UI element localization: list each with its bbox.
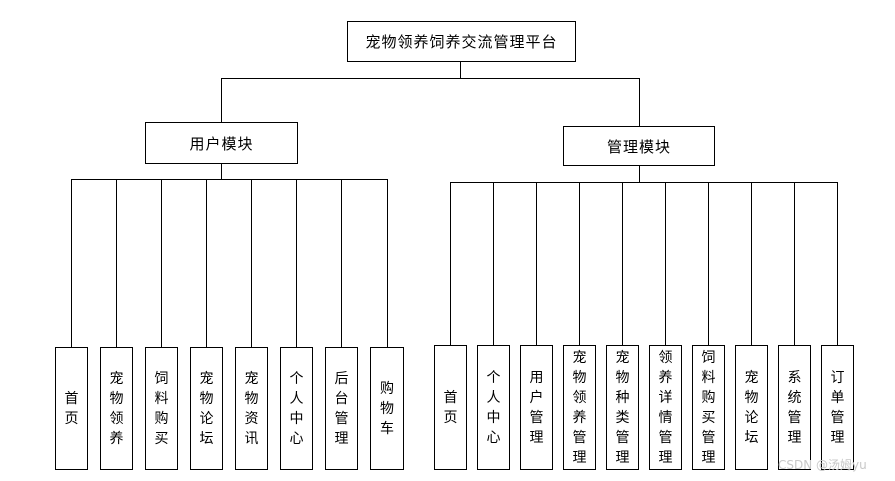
admin-child-label: 个人中心 [486,369,501,446]
admin-module-label: 管理模块 [606,137,671,156]
connector-admin-child-5 [622,182,623,345]
connector-admin-module-up [639,78,640,126]
admin-child-node: 系统管理 [778,345,811,470]
root-node: 宠物领养饲养交流管理平台 [347,21,576,62]
admin-child-label: 系统管理 [787,369,802,446]
user-child-node: 个人中心 [280,347,313,470]
admin-child-node: 宠物领养管理 [563,345,596,470]
admin-child-label: 订单管理 [830,369,845,446]
user-child-node: 宠物领养 [100,347,133,470]
connector-user-child-5 [251,179,252,347]
user-child-label: 宠物论坛 [199,370,214,447]
user-child-node: 首页 [55,347,88,470]
user-child-label: 首页 [64,390,79,427]
connector-user-module-down [221,164,222,180]
admin-child-label: 首页 [443,389,458,426]
connector-admin-child-3 [536,182,537,345]
connector-admin-child-9 [794,182,795,345]
user-child-label: 后台管理 [334,370,349,447]
connector-admin-child-2 [493,182,494,345]
connector-admin-child-10 [837,182,838,345]
admin-child-node: 宠物种类管理 [606,345,639,470]
user-child-label: 宠物领养 [109,370,124,447]
connector-user-child-6 [296,179,297,347]
user-child-label: 宠物资讯 [244,370,259,447]
admin-child-label: 领养详情管理 [658,349,673,466]
connector-admin-children-horizontal [450,182,838,183]
connector-admin-child-6 [665,182,666,345]
user-child-node: 购物车 [370,347,404,470]
admin-child-label: 宠物种类管理 [615,349,630,466]
admin-child-node: 领养详情管理 [649,345,682,470]
connector-user-child-7 [341,179,342,347]
user-child-node: 宠物论坛 [190,347,223,470]
connector-user-module-up [221,78,222,122]
connector-user-child-8 [387,179,388,347]
watermark-text: CSDN @汤姆yu [778,458,867,472]
admin-child-node: 用户管理 [520,345,553,470]
connector-user-child-4 [206,179,207,347]
user-child-node: 后台管理 [325,347,358,470]
user-child-label: 购物车 [380,380,394,437]
connector-admin-child-4 [579,182,580,345]
connector-user-children-horizontal [71,179,388,180]
user-child-node: 宠物资讯 [235,347,268,470]
user-child-label: 个人中心 [289,370,304,447]
connector-user-child-2 [116,179,117,347]
admin-child-label: 饲料购买管理 [701,349,716,466]
admin-child-label: 宠物领养管理 [572,349,587,466]
user-module-node: 用户模块 [145,122,298,164]
root-node-label: 宠物领养饲养交流管理平台 [365,33,558,51]
user-child-label: 饲料购买 [154,370,169,447]
connector-admin-module-down [639,166,640,183]
connector-admin-child-8 [751,182,752,345]
admin-child-node: 饲料购买管理 [692,345,725,470]
connector-admin-child-1 [450,182,451,345]
admin-module-node: 管理模块 [563,126,715,166]
connector-root-horizontal [221,78,640,79]
admin-child-node: 个人中心 [477,345,510,470]
admin-child-label: 宠物论坛 [744,369,759,446]
admin-child-node: 订单管理 [821,345,854,470]
admin-child-label: 用户管理 [529,369,544,446]
connector-user-child-1 [71,179,72,347]
connector-admin-child-7 [708,182,709,345]
admin-child-node: 首页 [434,345,467,470]
connector-user-child-3 [161,179,162,347]
admin-child-node: 宠物论坛 [735,345,768,470]
user-module-label: 用户模块 [189,134,254,153]
connector-root-down [460,62,461,79]
user-child-node: 饲料购买 [145,347,178,470]
